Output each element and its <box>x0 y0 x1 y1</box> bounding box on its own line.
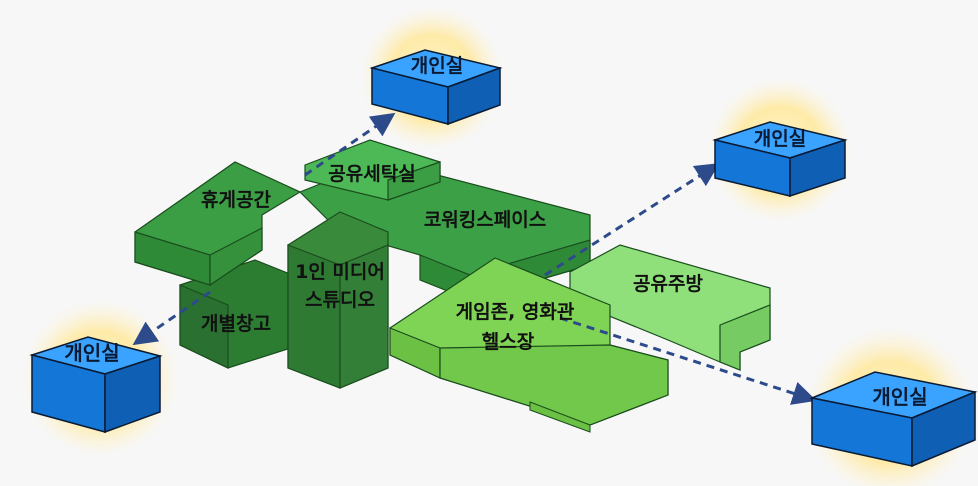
room-left-bottom: 개인실 <box>29 336 163 434</box>
kitchen-block <box>569 244 771 371</box>
lounge-block <box>134 161 302 287</box>
room-right-top: 개인실 <box>712 121 848 198</box>
room-right-bottom: 개인실 <box>809 371 978 468</box>
studio-block <box>287 211 389 389</box>
arrow-to-right-bottom <box>559 316 817 405</box>
room-right-top-label: 개인실 <box>754 128 806 150</box>
label-studio-line1: 1인 미디어 <box>295 261 385 283</box>
arrow-to-right-top <box>544 163 720 277</box>
label-coworking: 코워킹스페이스 <box>424 209 546 231</box>
label-storage: 개별창고 <box>201 313 271 335</box>
label-kitchen: 공유주방 <box>633 273 703 295</box>
room-top-label: 개인실 <box>411 55 463 77</box>
label-game-line1: 게임존, 영화관 <box>456 301 575 323</box>
arrow-to-left-bottom <box>132 290 211 346</box>
arrow-to-top <box>304 112 396 177</box>
label-game-line2: 헬스장 <box>482 331 535 353</box>
label-laundry: 공유세탁실 <box>328 163 415 185</box>
room-right-bottom-label: 개인실 <box>872 385 927 409</box>
label-lounge: 휴게공간 <box>201 189 271 211</box>
game-block <box>389 257 669 433</box>
storage-block <box>179 259 301 369</box>
room-top: 개인실 <box>369 49 503 126</box>
laundry-block <box>304 139 441 201</box>
label-studio-line2: 스튜디오 <box>305 289 375 311</box>
room-left-bottom-label: 개인실 <box>64 341 119 365</box>
